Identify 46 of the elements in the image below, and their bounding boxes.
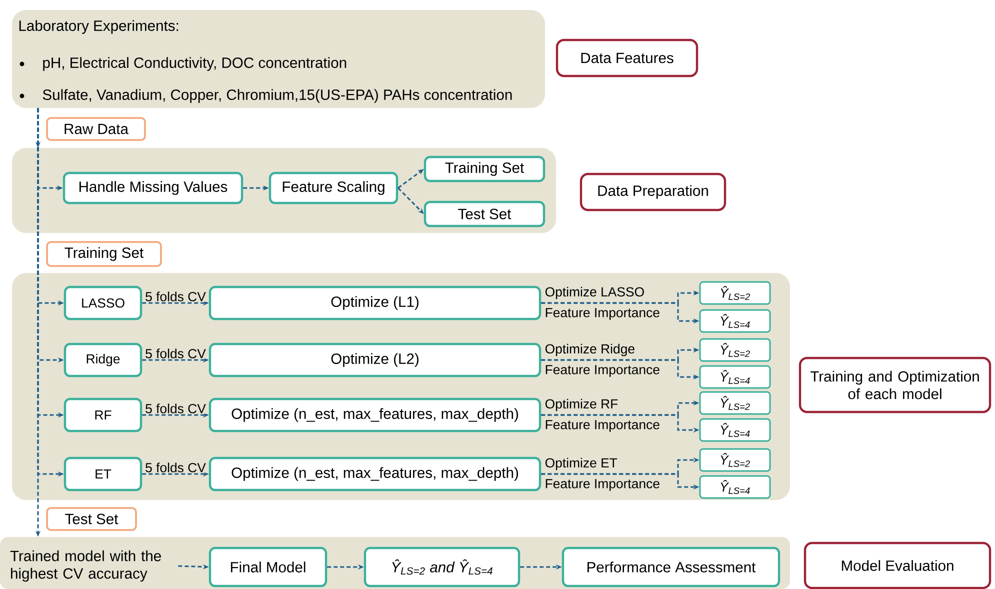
process-box: Training Set: [424, 156, 546, 182]
model-box: ET: [64, 456, 142, 492]
process-box: Test Set: [424, 200, 546, 228]
stage-label: Model Evaluation: [804, 542, 992, 589]
output-box: Ŷ$_{LS=2}$: [699, 448, 771, 472]
edge-label: Optimize Ridge: [544, 343, 636, 357]
output-box: Ŷ$_{LS=4}$: [699, 475, 771, 499]
note-text: Trained model with the highest CV accuracy: [10, 550, 161, 582]
data-tag: Test Set: [46, 507, 137, 531]
edge-label: 5 folds CV: [144, 403, 206, 414]
process-box: Handle Missing Values: [62, 172, 244, 204]
output-box: Ŷ$_{LS=2}$: [699, 391, 771, 415]
bullet-item: Sulfate, Vanadium, Copper, Chromium,15(US-EPA) PAHs concentration: [20, 89, 512, 103]
edge-label: 5 folds CV: [144, 348, 206, 359]
edge-label: Feature Importance: [544, 364, 660, 378]
model-box: LASSO: [64, 286, 142, 320]
edge-label: Feature Importance: [544, 308, 660, 320]
output-box: Ŷ$_{LS=2}$: [699, 338, 771, 362]
stage-label: Training and Optimization of each model: [798, 356, 992, 414]
process-box: Ŷ$_{LS=2}$ and Ŷ$_{LS=4}$: [364, 546, 520, 588]
output-box: Ŷ$_{LS=4}$: [699, 418, 771, 442]
process-box: Final Model: [208, 546, 328, 588]
panel-heading: Laboratory Experiments:: [19, 20, 178, 34]
edge-label: Optimize RF: [544, 398, 619, 412]
edge-label: Optimize ET: [544, 457, 618, 471]
output-box: Ŷ$_{LS=4}$: [699, 309, 771, 333]
edge-label: 5 folds CV: [144, 462, 206, 473]
process-box: Optimize (L2): [208, 342, 542, 378]
process-box: Optimize (L1): [208, 286, 542, 320]
output-box: Ŷ$_{LS=4}$: [699, 365, 771, 389]
edge-label: Feature Importance: [544, 478, 660, 492]
edge-label: Feature Importance: [544, 420, 660, 432]
model-box: RF: [64, 398, 142, 432]
process-box: Optimize (n_est, max_features, max_depth): [208, 398, 542, 432]
edge-label: Optimize LASSO: [544, 286, 646, 300]
data-tag: Raw Data: [46, 117, 146, 141]
stage-label: Data Preparation: [580, 172, 726, 212]
bullet-item: pH, Electrical Conductivity, DOC concentration: [20, 57, 346, 71]
output-box: Ŷ$_{LS=2}$: [699, 281, 771, 305]
process-box: Optimize (n_est, max_features, max_depth): [208, 456, 542, 492]
model-box: Ridge: [64, 342, 142, 378]
edge-label: 5 folds CV: [144, 291, 206, 302]
data-tag: Training Set: [46, 241, 162, 267]
process-box: Feature Scaling: [268, 172, 398, 204]
stage-label: Data Features: [556, 38, 698, 78]
process-box: Performance Assessment: [562, 546, 780, 588]
